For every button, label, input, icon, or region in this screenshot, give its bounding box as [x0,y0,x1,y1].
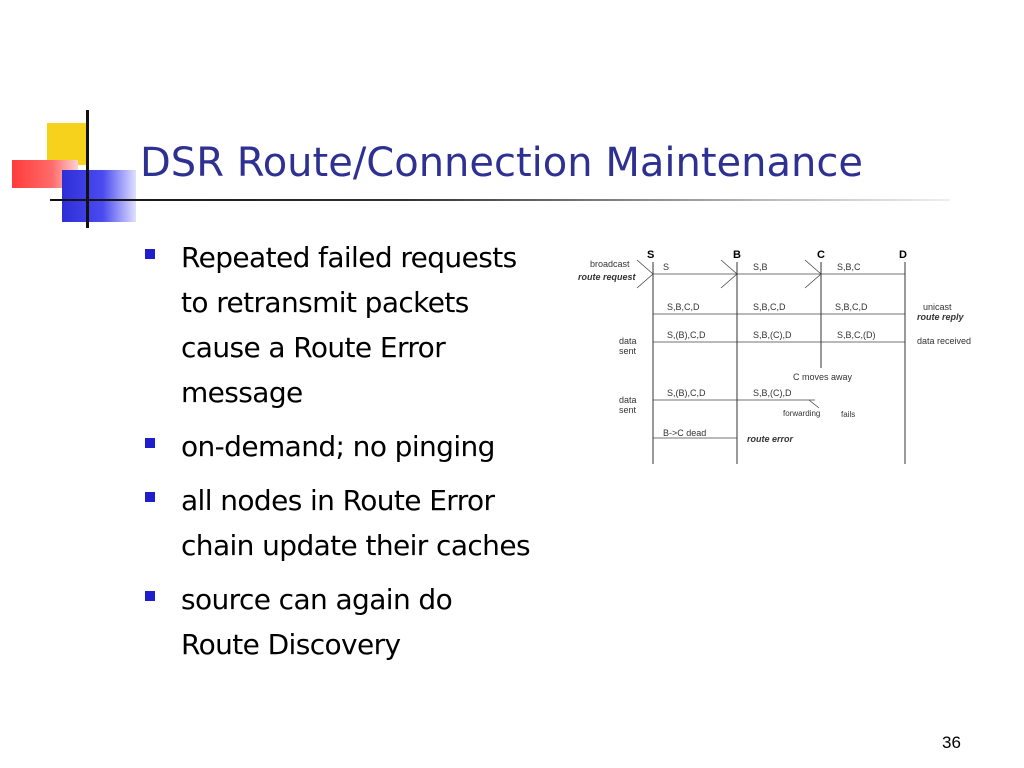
bullet-item: source can again do Route Discovery [140,577,610,667]
msg-rreq-s: S [663,262,669,272]
slide-title: DSR Route/Connection Maintenance [140,140,863,186]
square-bullet-icon [145,492,155,502]
msg-rreq-sb: S,B [753,262,768,272]
decor-vertical-line [86,110,89,228]
node-label-c: C [817,249,825,261]
bullet-text: source can again do Route Discovery [181,583,453,661]
bullet-text: all nodes in Route Error chain update th… [181,484,531,562]
failed-forward-arrow [808,399,820,409]
bullet-list: Repeated failed requests to retransmit p… [140,235,610,676]
label-c-moves-away: C moves away [793,372,853,382]
square-bullet-icon [145,438,155,448]
msg-rrep-1: S,B,C,D [667,302,700,312]
label-route-request: route request [578,272,637,282]
label-broadcast: broadcast [590,259,630,269]
bullet-text: on-demand; no pinging [181,430,495,463]
bullet-text: Repeated failed requests to retransmit p… [181,241,517,409]
msg-rrep-2: S,B,C,D [753,302,786,312]
node-label-b: B [733,249,741,261]
msg-data2-2: S,B,(C),D [753,388,792,398]
msg-data1-2: S,B,(C),D [753,330,792,340]
msg-bc-dead: B->C dead [663,428,706,438]
bullet-item: all nodes in Route Error chain update th… [140,478,610,568]
label-route-reply: route reply [917,312,965,322]
title-underline [50,199,950,201]
label-data-received: data received [917,336,971,346]
decor-yellow-square [47,123,89,165]
msg-data2-1: S,(B),C,D [667,388,706,398]
node-label-s: S [647,249,654,261]
node-label-d: D [899,249,907,261]
route-request-fan [636,259,905,289]
label-route-error: route error [747,434,794,444]
square-bullet-icon [145,249,155,259]
square-bullet-icon [145,591,155,601]
page-number: 36 [942,733,961,752]
label-fails: fails [841,410,855,419]
decor-blue-square [62,170,136,222]
msg-data1-1: S,(B),C,D [667,330,706,340]
msg-data1-3: S,B,C,(D) [837,330,876,340]
label-unicast: unicast [923,302,952,312]
bullet-item: on-demand; no pinging [140,424,610,469]
label-forwarding: forwarding [783,409,820,418]
bullet-item: Repeated failed requests to retransmit p… [140,235,610,415]
msg-rrep-3: S,B,C,D [835,302,868,312]
msg-rreq-sbc: S,B,C [837,262,861,272]
